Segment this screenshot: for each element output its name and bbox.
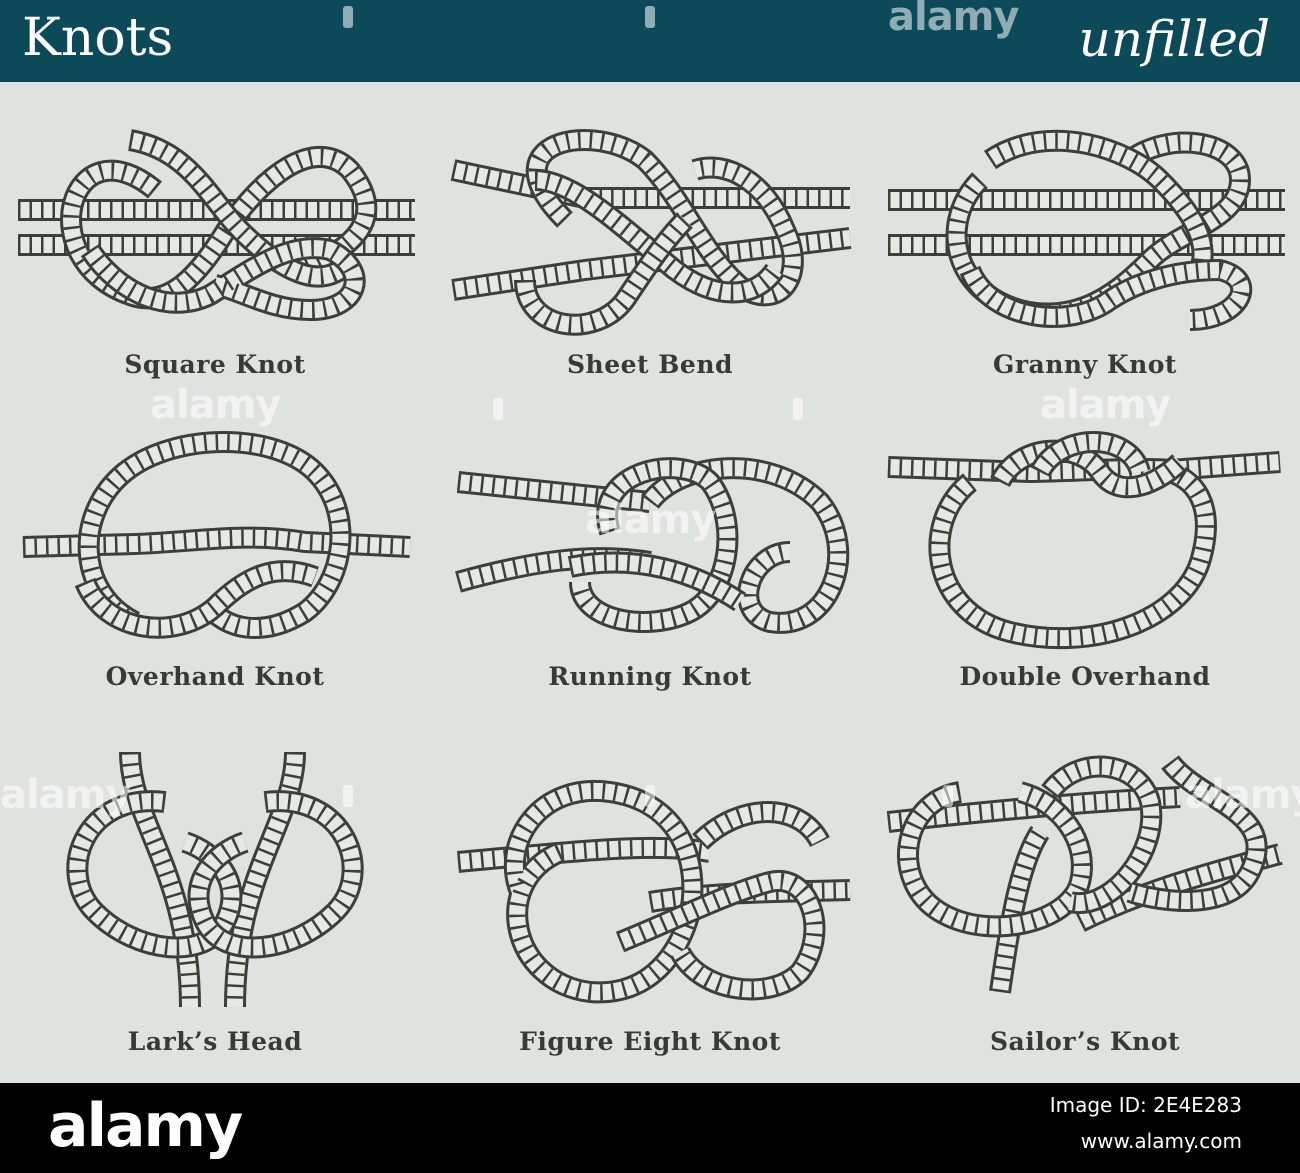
rope-strand <box>514 212 693 336</box>
running-knot-illustration <box>455 457 850 634</box>
sheet-bend-illustration <box>450 129 852 336</box>
overhand-knot-illustration <box>22 431 411 639</box>
watermark: alamy <box>150 382 281 428</box>
rope-strand <box>80 237 366 321</box>
rope-strand <box>451 227 852 301</box>
rope-strand <box>66 790 243 959</box>
rope-strand <box>77 431 352 639</box>
granny-knot-illustration <box>888 129 1285 331</box>
knot-label-double-overhand: Double Overhand <box>959 662 1211 691</box>
rope-strand <box>983 129 1214 274</box>
square-knot-illustration <box>18 129 415 321</box>
figure-eight-knot-illustration <box>457 779 851 1004</box>
footer-brand-logo: alamy <box>48 1091 243 1161</box>
rope-strand <box>22 526 411 558</box>
rope-strand <box>990 439 1188 499</box>
rope-strand <box>567 551 747 612</box>
sailors-knot-illustration <box>886 754 1283 994</box>
rope-strand <box>187 790 364 959</box>
rope-strand <box>959 259 1253 331</box>
double-overhand-illustration <box>887 431 1281 650</box>
rope-strand <box>119 751 201 1008</box>
rope-strand <box>641 457 850 634</box>
knot-label-granny-knot: Granny Knot <box>993 350 1177 379</box>
watermark: alamy <box>1040 382 1171 428</box>
rope-strand <box>224 751 306 1008</box>
knot-label-larks-head: Lark’s Head <box>127 1027 303 1056</box>
knot-label-overhand-knot: Overhand Knot <box>105 662 325 691</box>
knot-label-running-knot: Running Knot <box>548 662 752 691</box>
knot-label-sailors-knot: Sailor’s Knot <box>989 1027 1181 1056</box>
rope-strand <box>692 801 830 851</box>
footer-site-url: www.alamy.com <box>1080 1129 1242 1153</box>
rope-strand <box>569 457 739 633</box>
rope-strand <box>989 825 1050 994</box>
rope-strand <box>74 560 319 639</box>
rope-strand <box>945 131 1251 325</box>
watermark-mark <box>645 785 655 807</box>
rope-strand <box>1041 755 1163 915</box>
watermark-mark <box>343 6 353 28</box>
rope-strand <box>897 781 1093 938</box>
knot-label-square-knot: Square Knot <box>124 350 306 379</box>
rope-strand <box>1126 754 1268 912</box>
knot-label-figure-eight-knot: Figure Eight Knot <box>519 1027 781 1056</box>
watermark-mark <box>793 398 803 420</box>
footer-image-id: Image ID: 2E4E283 <box>1049 1093 1242 1117</box>
page-subtitle: unfilled <box>1078 10 1270 68</box>
footer-bar: alamy Image ID: 2E4E283 www.alamy.com <box>0 1083 1300 1173</box>
rope-strand <box>127 129 347 288</box>
rope-strand <box>525 129 804 307</box>
watermark-mark <box>343 785 353 807</box>
page-title: Knots <box>22 8 174 68</box>
rope-strand <box>615 869 826 1001</box>
watermark-mark <box>493 398 503 420</box>
rope-strand <box>534 169 785 304</box>
watermark-mark <box>645 6 655 28</box>
rope-strand <box>928 461 1217 650</box>
watermark-mark <box>943 785 953 807</box>
rope-strand <box>457 836 712 873</box>
knot-label-sheet-bend: Sheet Bend <box>567 350 733 379</box>
knots-grid: Square Knot Sheet Bend Granny Knot Overh… <box>0 0 1300 1083</box>
rope-strand <box>60 146 378 310</box>
rope-strand <box>1030 431 1151 478</box>
larks-head-illustration <box>66 751 364 1008</box>
